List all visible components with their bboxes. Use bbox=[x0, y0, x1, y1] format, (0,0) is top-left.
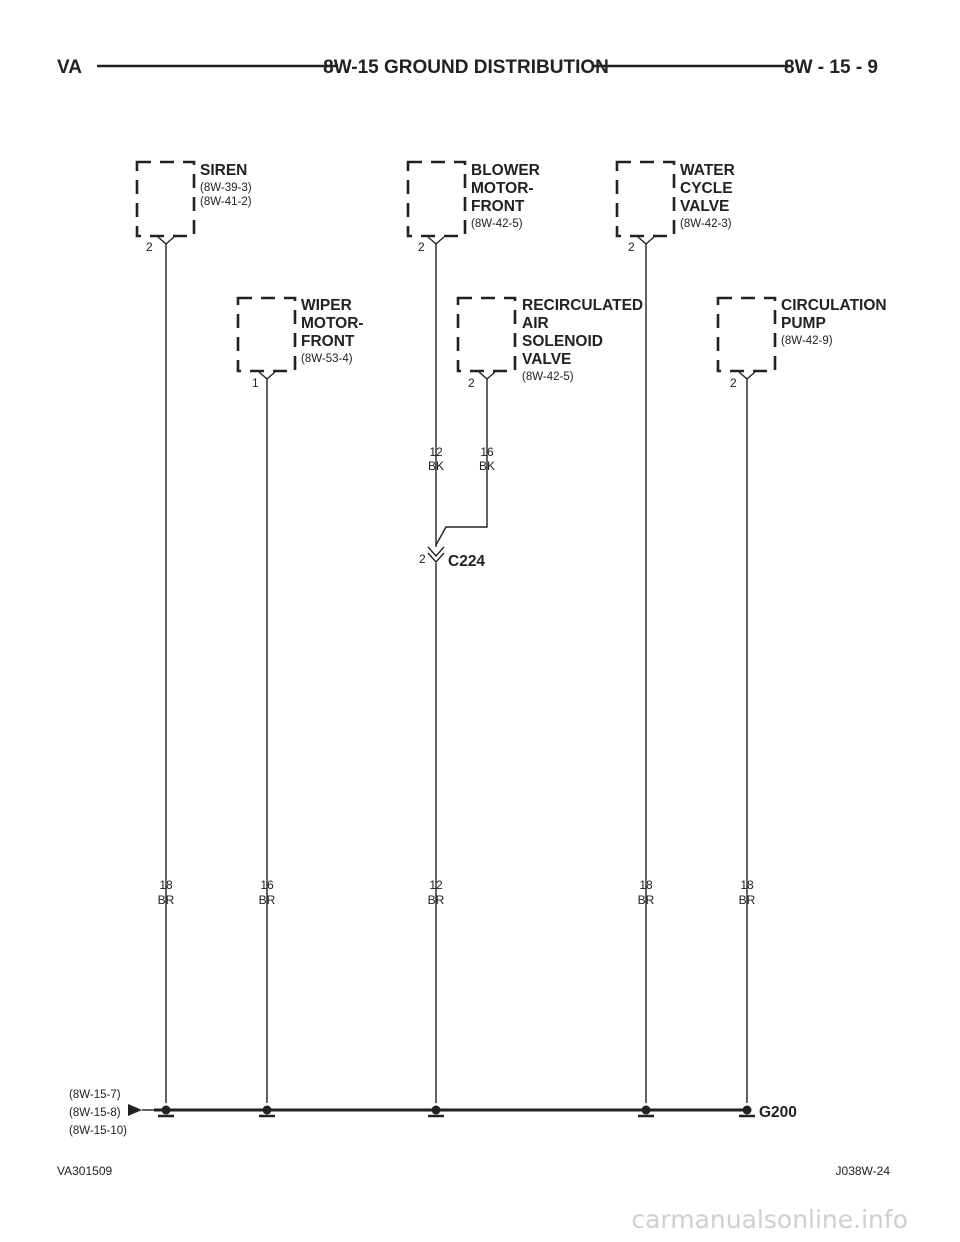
wire-color: BR bbox=[638, 893, 655, 907]
wire-color: BK bbox=[479, 459, 495, 473]
splice-dot bbox=[161, 1105, 171, 1115]
pin-number: 1 bbox=[252, 376, 259, 390]
terminal-siren-symbol bbox=[157, 236, 175, 245]
component-recirculated-air-solenoid-valve: RECIRCULATED AIR SOLENOID VALVE (8W-42-5… bbox=[456, 296, 643, 390]
ground-ref: (8W-15-8) bbox=[69, 1107, 121, 1119]
ground-splice-points bbox=[158, 1105, 755, 1118]
component-label: VALVE bbox=[680, 198, 729, 215]
component-label: SIREN bbox=[200, 162, 247, 179]
wire-color: BR bbox=[739, 893, 756, 907]
splice-dot bbox=[262, 1105, 272, 1115]
component-ref: (8W-42-9) bbox=[781, 335, 833, 347]
connector-pin: 2 bbox=[419, 552, 426, 566]
component-ref: (8W-42-5) bbox=[522, 371, 574, 383]
pin-number: 2 bbox=[730, 376, 737, 390]
wire-color: BR bbox=[428, 893, 445, 907]
component-label: CYCLE bbox=[680, 180, 733, 197]
wire-gauge: 18 bbox=[740, 878, 754, 892]
connector-symbol bbox=[427, 546, 445, 558]
component-label: FRONT bbox=[471, 198, 525, 215]
component-label: WATER bbox=[680, 162, 735, 179]
component-box bbox=[456, 296, 517, 373]
continuation-arrow-icon bbox=[128, 1104, 142, 1116]
terminal-blower-symbol bbox=[427, 236, 445, 245]
component-ref: (8W-42-5) bbox=[471, 218, 523, 230]
component-label: CIRCULATION bbox=[781, 297, 887, 314]
component-label: SOLENOID bbox=[522, 333, 603, 350]
wire-gauge: 18 bbox=[159, 878, 173, 892]
component-label: MOTOR- bbox=[471, 180, 534, 197]
wire-color: BR bbox=[259, 893, 276, 907]
watermark: carmanualsonline.info bbox=[631, 1205, 908, 1234]
wire-gauge: 18 bbox=[639, 878, 653, 892]
component-siren: SIREN (8W-39-3) (8W-41-2) 2 bbox=[135, 160, 252, 254]
component-label: FRONT bbox=[301, 333, 355, 350]
component-wiper-motor-front: WIPER MOTOR- FRONT (8W-53-4) 1 bbox=[236, 296, 364, 390]
component-box bbox=[236, 296, 297, 373]
ground-label: G200 bbox=[759, 1104, 797, 1121]
pin-number: 2 bbox=[628, 240, 635, 254]
connector-symbol bbox=[427, 552, 445, 564]
splice-dot bbox=[641, 1105, 651, 1115]
wire-gauge: 12 bbox=[429, 878, 443, 892]
splice-dot bbox=[431, 1105, 441, 1115]
pin-number: 2 bbox=[146, 240, 153, 254]
header-page-number: 8W - 15 - 9 bbox=[784, 57, 878, 78]
figure-code: J038W-24 bbox=[836, 1164, 891, 1178]
connector-c224: 2 C224 bbox=[419, 546, 485, 570]
component-water-cycle-valve: WATER CYCLE VALVE (8W-42-3) 2 bbox=[615, 160, 735, 254]
wire-recirc-splice bbox=[435, 379, 488, 546]
component-ref: (8W-39-3) bbox=[200, 182, 252, 194]
ground-ref: (8W-15-10) bbox=[69, 1125, 127, 1137]
figure-id: VA301509 bbox=[57, 1164, 112, 1178]
component-box bbox=[406, 160, 467, 238]
component-box bbox=[135, 160, 196, 238]
ground-point-dot bbox=[742, 1105, 752, 1115]
component-label: AIR bbox=[522, 315, 549, 332]
wire-gauge: 12 bbox=[429, 445, 443, 459]
component-ref: (8W-42-3) bbox=[680, 218, 732, 230]
header-model: VA bbox=[57, 57, 82, 78]
terminal-water-valve-symbol bbox=[637, 236, 655, 245]
wire-color: BR bbox=[158, 893, 175, 907]
pin-number: 2 bbox=[468, 376, 475, 390]
component-label: VALVE bbox=[522, 351, 571, 368]
component-label: PUMP bbox=[781, 315, 826, 332]
ground-ref: (8W-15-7) bbox=[69, 1089, 121, 1101]
wire-color: BK bbox=[428, 459, 444, 473]
component-box bbox=[716, 296, 777, 373]
connector-label: C224 bbox=[448, 553, 485, 570]
component-circulation-pump: CIRCULATION PUMP (8W-42-9) 2 bbox=[716, 296, 887, 390]
component-label: RECIRCULATED bbox=[522, 297, 643, 314]
component-box bbox=[615, 160, 676, 238]
component-label: WIPER bbox=[301, 297, 352, 314]
component-ref: (8W-41-2) bbox=[200, 196, 252, 208]
wire-gauge: 16 bbox=[480, 445, 494, 459]
terminal-recirc-symbol bbox=[478, 371, 496, 380]
terminal-wiper-symbol bbox=[258, 371, 276, 380]
header-title: 8W-15 GROUND DISTRIBUTION bbox=[323, 57, 609, 78]
pin-number: 2 bbox=[418, 240, 425, 254]
terminal-circ-pump-symbol bbox=[738, 371, 756, 380]
wire-gauge: 16 bbox=[260, 878, 274, 892]
component-label: MOTOR- bbox=[301, 315, 364, 332]
component-blower-motor-front: BLOWER MOTOR- FRONT (8W-42-5) 2 bbox=[406, 160, 540, 254]
component-ref: (8W-53-4) bbox=[301, 353, 353, 365]
component-label: BLOWER bbox=[471, 162, 540, 179]
